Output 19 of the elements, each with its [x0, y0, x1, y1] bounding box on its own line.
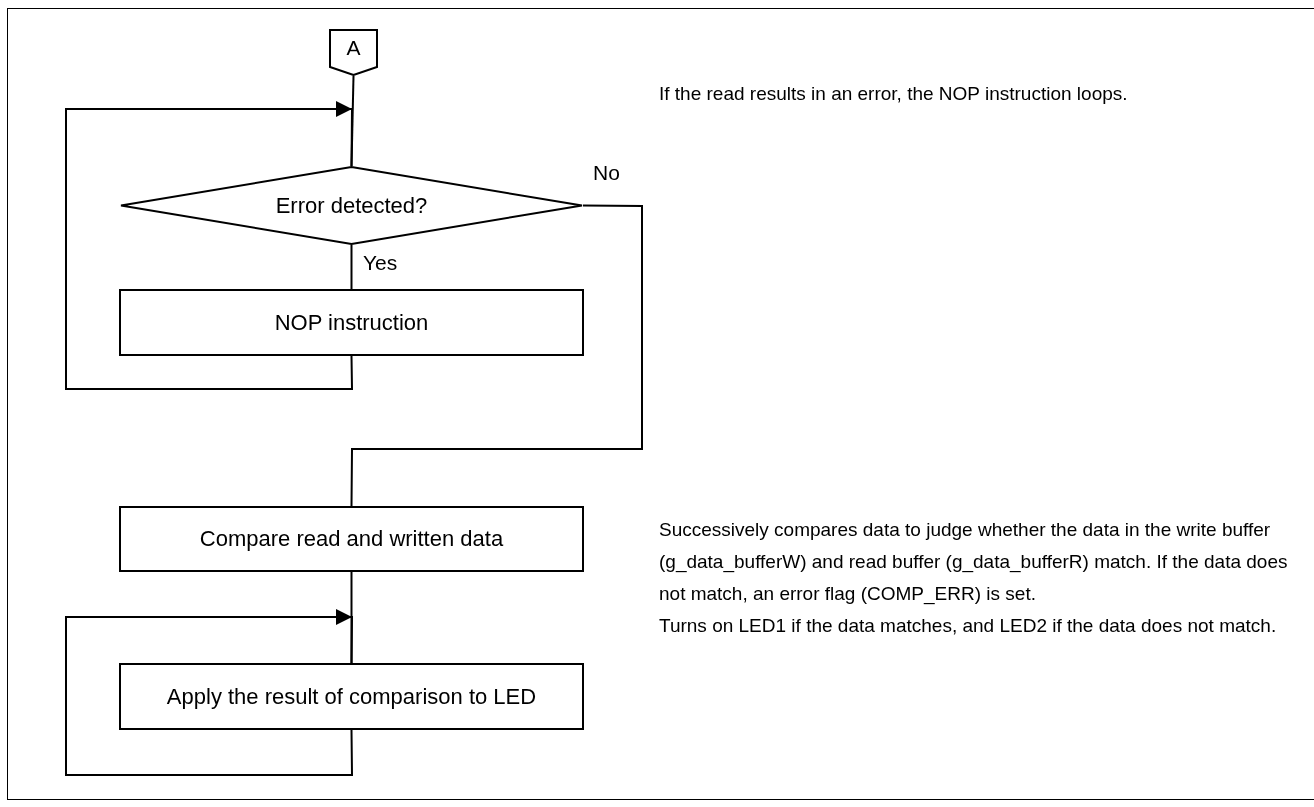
process-box	[119, 663, 584, 730]
note-text: Turns on LED1 if the data matches, and LED2 if the data does not match.	[659, 614, 1278, 638]
loop-arrow	[65, 101, 353, 390]
node-text: NOP instruction	[274, 308, 429, 337]
connector-line	[350, 75, 355, 167]
process-box	[119, 506, 584, 572]
connector-line	[350, 571, 353, 664]
process-box	[119, 289, 584, 356]
node-text: Apply the result of comparison to LED	[166, 682, 537, 711]
connector-line	[350, 244, 353, 290]
note-text: If the read results in an error, the NOP instruction loops.	[659, 82, 1129, 106]
node-text: A	[346, 35, 361, 62]
node-text: Compare read and written data	[199, 525, 504, 553]
loop-arrow	[65, 609, 353, 776]
node-text: Error detected?	[275, 191, 428, 220]
off-page-connector	[329, 29, 378, 76]
decision-diamond	[120, 166, 583, 245]
connector-line	[350, 204, 643, 507]
note-text: Successively compares data to judge whether the data in the write buffer (g_data_bufferW) and read buffer (g_data_bufferR) match. If the data does not match, an error flag (COMP_ERR) is set.	[659, 518, 1289, 607]
